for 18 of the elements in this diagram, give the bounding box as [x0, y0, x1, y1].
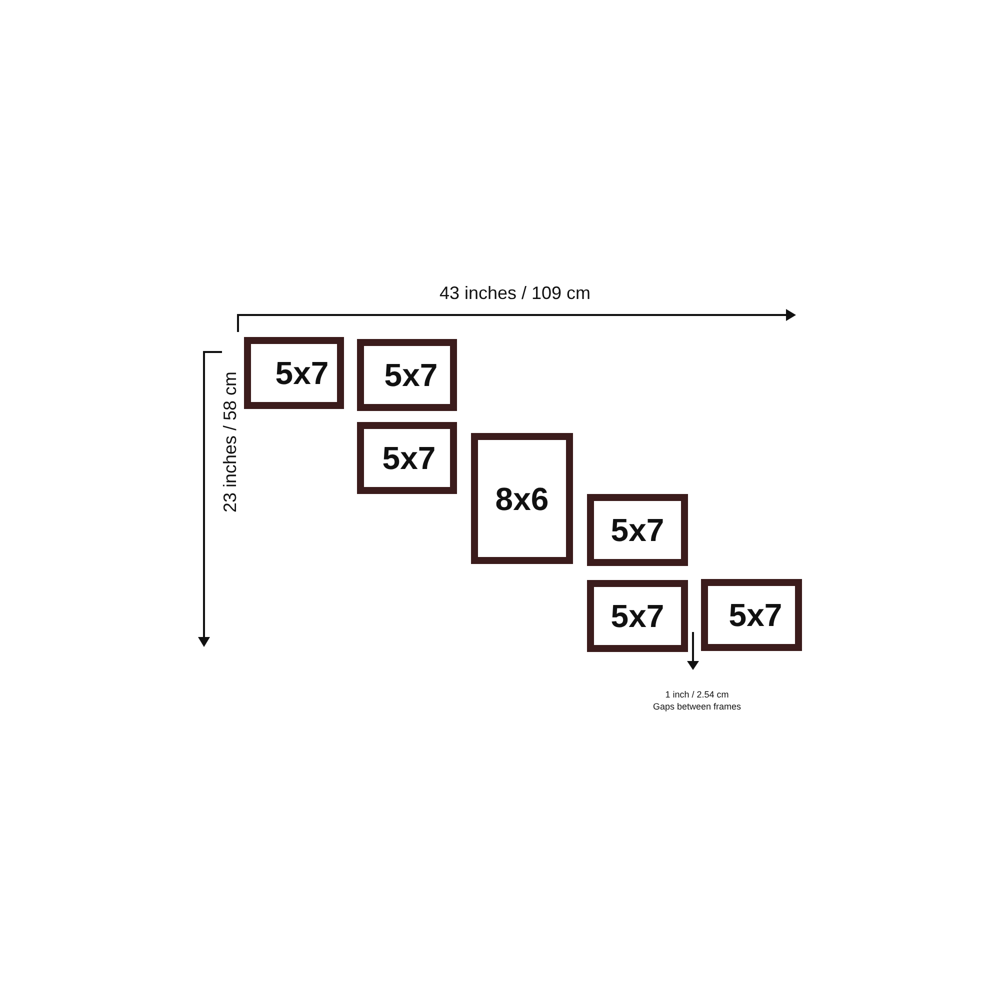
picture-frame [471, 433, 573, 564]
frame-size-label: 5x7 [384, 359, 438, 391]
dimension-label: 43 inches / 109 cm [439, 284, 591, 302]
gap-note: 1 inch / 2.54 cm [665, 690, 729, 700]
frame-size-label: 5x7 [610, 514, 664, 546]
picture-frame [357, 339, 457, 411]
frame-size-label: 5x7 [610, 600, 664, 632]
frame-size-label: 8x6 [495, 482, 549, 514]
frame-size-label: 5x7 [275, 357, 329, 389]
dimension-label: 23 inches / 58 cm [221, 371, 239, 513]
picture-frame [701, 579, 802, 651]
picture-frame [587, 580, 688, 652]
gap-note: Gaps between frames [652, 702, 742, 712]
picture-frame [244, 337, 344, 409]
frame-size-label: 5x7 [728, 599, 782, 631]
picture-frame [357, 422, 457, 494]
frame-size-label: 5x7 [382, 442, 436, 474]
picture-frame [587, 494, 688, 566]
